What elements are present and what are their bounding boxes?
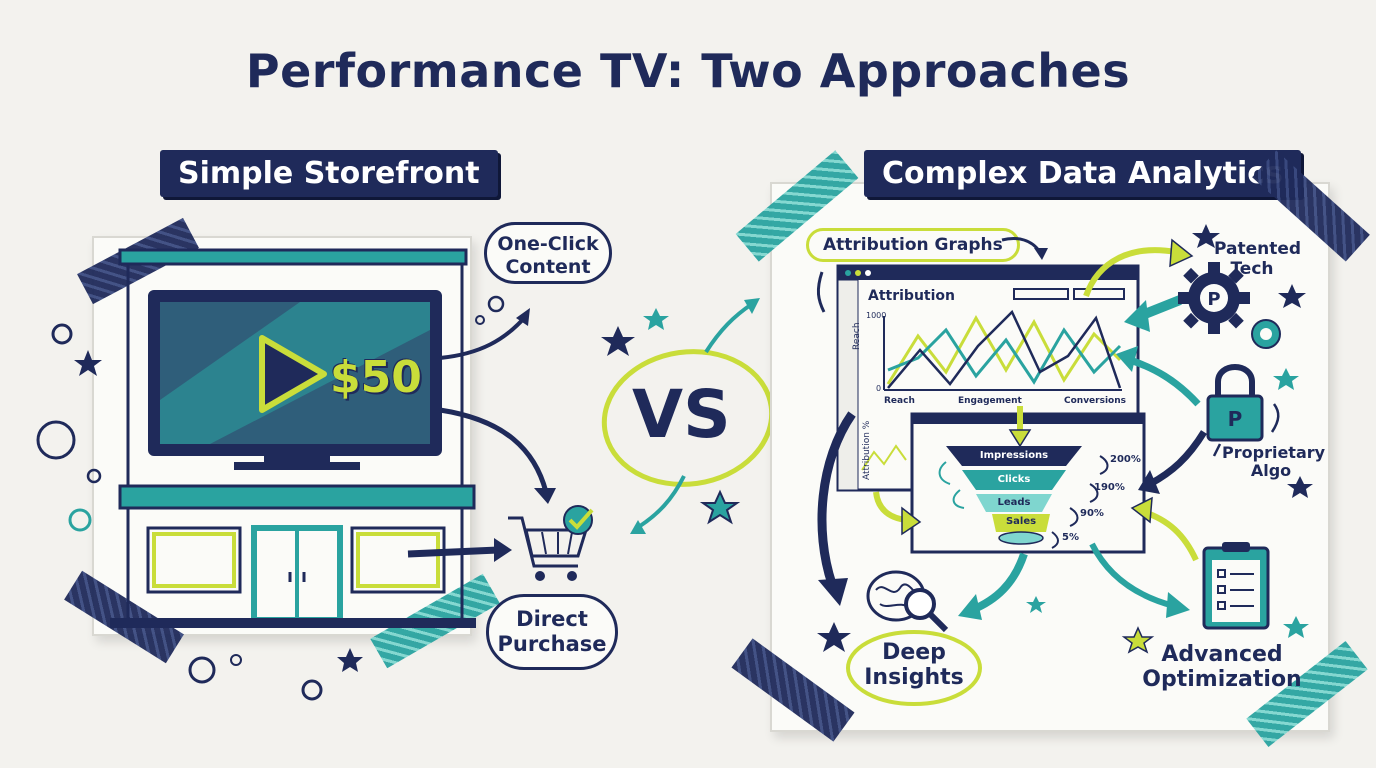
- svg-text:P: P: [1207, 289, 1220, 310]
- advanced-optimization-label: Advanced Optimization: [1140, 642, 1304, 693]
- funnel-pct-leads: 90%: [1080, 508, 1104, 519]
- cart-icon: [508, 516, 589, 581]
- vs-label: VS: [632, 376, 731, 453]
- star-icon: [1283, 616, 1309, 638]
- funnel-pct-impressions: 200%: [1110, 454, 1141, 465]
- patented-tech-label: Patented Tech: [1214, 239, 1302, 279]
- deep-insights-line1: Deep: [882, 640, 946, 665]
- x-label-conversions: Conversions: [1064, 396, 1126, 406]
- gear-icon: [1251, 319, 1281, 349]
- direct-purchase-line1: Direct: [516, 607, 588, 631]
- svg-text:P: P: [1228, 407, 1243, 431]
- star-icon: [337, 648, 363, 672]
- gear-icon: P: [1178, 262, 1250, 334]
- funnel-label-leads: Leads: [997, 497, 1031, 508]
- direct-purchase-line2: Purchase: [497, 632, 607, 657]
- clipboard-icon: [1202, 542, 1270, 630]
- attribution-graphs-label: Attribution Graphs: [806, 228, 1020, 262]
- one-click-line1: One-Click: [497, 233, 599, 255]
- proprietary-algo-label: Proprietary Algo: [1222, 443, 1326, 481]
- proprietary-algo-line1: Proprietary: [1222, 443, 1326, 462]
- y-tick-top: 1000: [866, 311, 887, 320]
- funnel-label-clicks: Clicks: [997, 474, 1031, 485]
- advanced-optimization-line2: Optimization: [1142, 667, 1302, 693]
- lock-icon: P: [1206, 364, 1264, 442]
- y-tick-bottom: 0: [876, 384, 882, 393]
- advanced-optimization-line1: Advanced: [1161, 642, 1283, 667]
- y-axis-label: Reach: [852, 322, 862, 350]
- star-icon: [817, 622, 851, 652]
- star-icon: [1121, 626, 1155, 654]
- check-icon: [563, 505, 594, 535]
- direct-purchase-bubble: Direct Purchase: [486, 594, 618, 670]
- storefront-banner: Simple Storefront: [160, 150, 498, 197]
- deep-insights-label: Deep Insights: [854, 640, 974, 691]
- patented-tech-line1: Patented: [1214, 239, 1302, 259]
- analytics-banner: Complex Data Analytics: [864, 150, 1301, 197]
- funnel-pct-clicks: 190%: [1094, 482, 1125, 493]
- funnel-label-impressions: Impressions: [979, 450, 1049, 461]
- play-icon: [259, 335, 327, 413]
- star-icon: [1278, 284, 1306, 308]
- star-icon: [1026, 596, 1046, 613]
- magnifier-icon: [904, 588, 949, 633]
- x-label-engagement: Engagement: [958, 396, 1022, 406]
- star-icon: [1287, 476, 1313, 498]
- star-icon: [643, 308, 669, 330]
- deep-insights-line2: Insights: [864, 665, 964, 691]
- star-icon: [601, 326, 635, 356]
- page-title: Performance TV: Two Approaches: [245, 44, 1131, 98]
- sub-axis-label: Attribution %: [862, 420, 872, 480]
- one-click-content-bubble: One-Click Content: [484, 222, 612, 284]
- star-icon: [1192, 224, 1220, 248]
- funnel-pct-sales: 5%: [1062, 532, 1079, 543]
- star-icon: [1273, 368, 1299, 390]
- x-label-reach: Reach: [884, 396, 915, 406]
- funnel-label-sales: Sales: [1005, 516, 1037, 527]
- one-click-line2: Content: [505, 255, 591, 278]
- attribution-window-title: Attribution: [868, 288, 955, 304]
- proprietary-algo-line2: Algo: [1250, 461, 1292, 481]
- star-icon: [74, 350, 102, 376]
- patented-tech-line2: Tech: [1230, 258, 1274, 279]
- price-tag: $50: [330, 352, 422, 403]
- star-icon: [699, 489, 741, 525]
